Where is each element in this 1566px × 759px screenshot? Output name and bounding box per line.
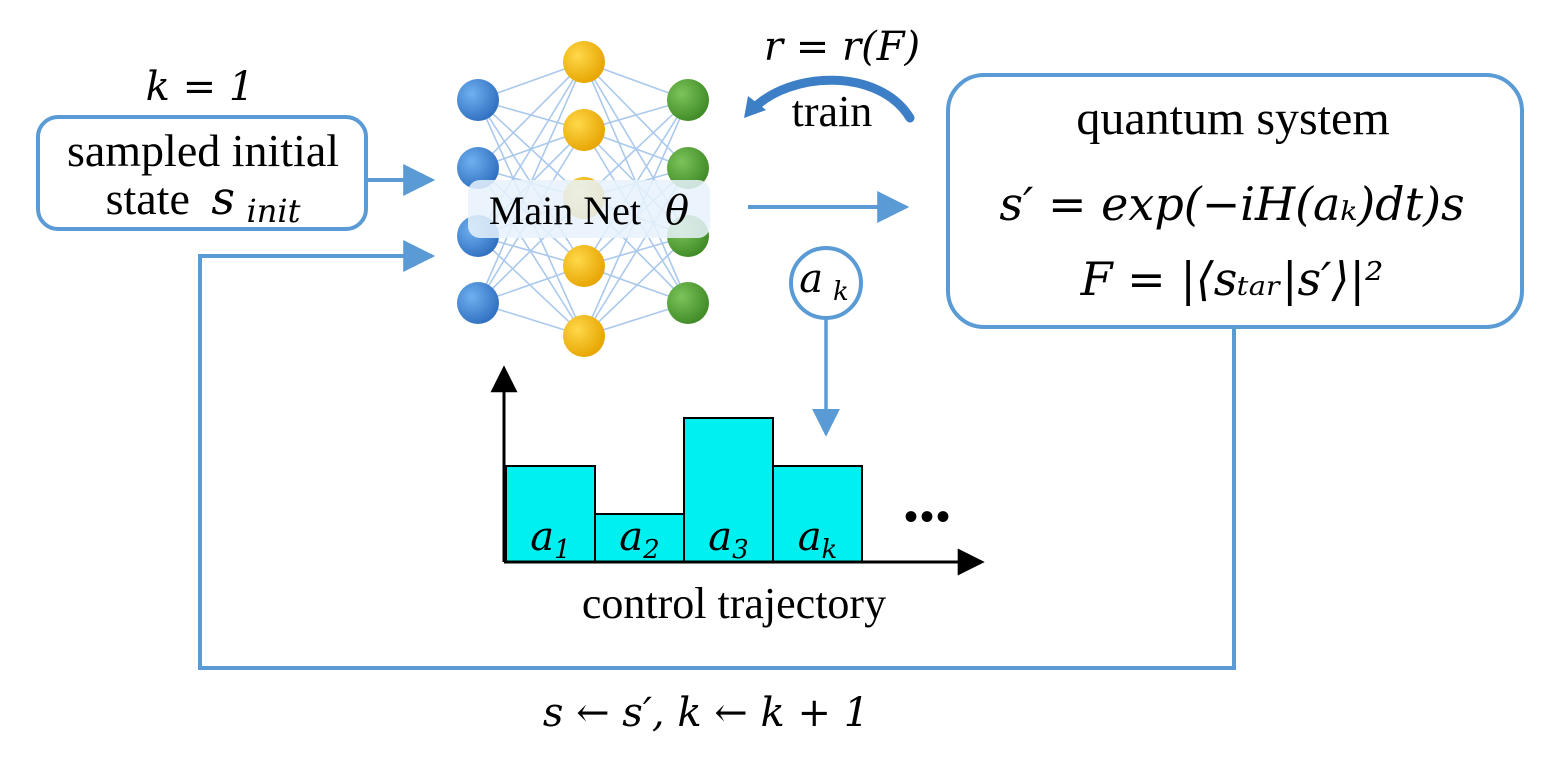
input-node: [457, 282, 499, 324]
trajectory-bar: [772, 465, 863, 563]
output-node: [667, 282, 709, 324]
action-subscript: k: [833, 277, 849, 307]
train-arrow: [747, 75, 915, 123]
hidden-node: [563, 315, 605, 357]
state-update-label: s ← s′, k ← k + 1: [543, 690, 869, 736]
bar-label-symbol: a: [619, 514, 643, 560]
hidden-node: [563, 245, 605, 287]
action-symbol: a k: [799, 256, 849, 307]
main-net-label-box: [468, 180, 710, 238]
trajectory-bar-label: ak: [798, 514, 838, 565]
trajectory-bar-label: a3: [708, 514, 748, 565]
bar-label-subscript: 2: [642, 535, 660, 565]
bar-label-subscript: 1: [554, 535, 571, 565]
main-net-param: θ: [665, 188, 689, 234]
bar-label-symbol: a: [708, 514, 732, 560]
initial-state-line1: sampled initial: [67, 125, 339, 176]
trajectory-bar: [505, 465, 596, 563]
trajectory-label: control trajectory: [582, 579, 886, 628]
output-node: [667, 147, 709, 189]
initial-state-symbol: s: [211, 171, 235, 225]
bar-label-subscript: 3: [732, 535, 749, 565]
fidelity-equation: F = |⟨sₜₐᵣ|s′⟩|²: [1080, 252, 1384, 306]
feedback-loop-arrow: [198, 240, 1236, 670]
network-edge: [583, 235, 689, 337]
initial-state-box: [36, 115, 368, 231]
initial-state-line2: state s init: [106, 171, 301, 230]
network-edge: [477, 61, 585, 169]
trajectory-bar: [683, 417, 774, 563]
trajectory-ellipsis: •••: [904, 494, 952, 539]
trajectory-bar: [594, 513, 685, 563]
train-label: train: [792, 87, 873, 136]
action-letter: a: [799, 256, 823, 302]
bar-label-subscript: k: [822, 535, 838, 565]
initial-state-subscript: init: [246, 192, 300, 230]
quantum-system-title: quantum system: [1076, 92, 1389, 145]
main-net-label: Main Net θ: [489, 188, 689, 234]
bar-label-symbol: a: [798, 514, 822, 560]
hidden-node: [563, 41, 605, 83]
bar-label-symbol: a: [530, 514, 554, 560]
output-node: [667, 79, 709, 121]
input-node: [457, 79, 499, 121]
trajectory-bar-label: a2: [619, 514, 659, 565]
train-arrow-head: [744, 96, 766, 118]
hidden-node: [563, 109, 605, 151]
trajectory-bar-label: a1: [530, 514, 570, 565]
evolution-equation: s′ = exp(−iH(aₖ)dt)s: [999, 177, 1464, 231]
reward-label: r = r(F): [764, 24, 920, 70]
input-node: [457, 147, 499, 189]
network-edge: [477, 235, 585, 337]
iteration-label: k = 1: [146, 64, 255, 110]
initial-state-word: state: [106, 173, 190, 224]
main-net-text: Main Net: [489, 188, 641, 233]
neural-network: Main Net θ: [457, 41, 710, 357]
